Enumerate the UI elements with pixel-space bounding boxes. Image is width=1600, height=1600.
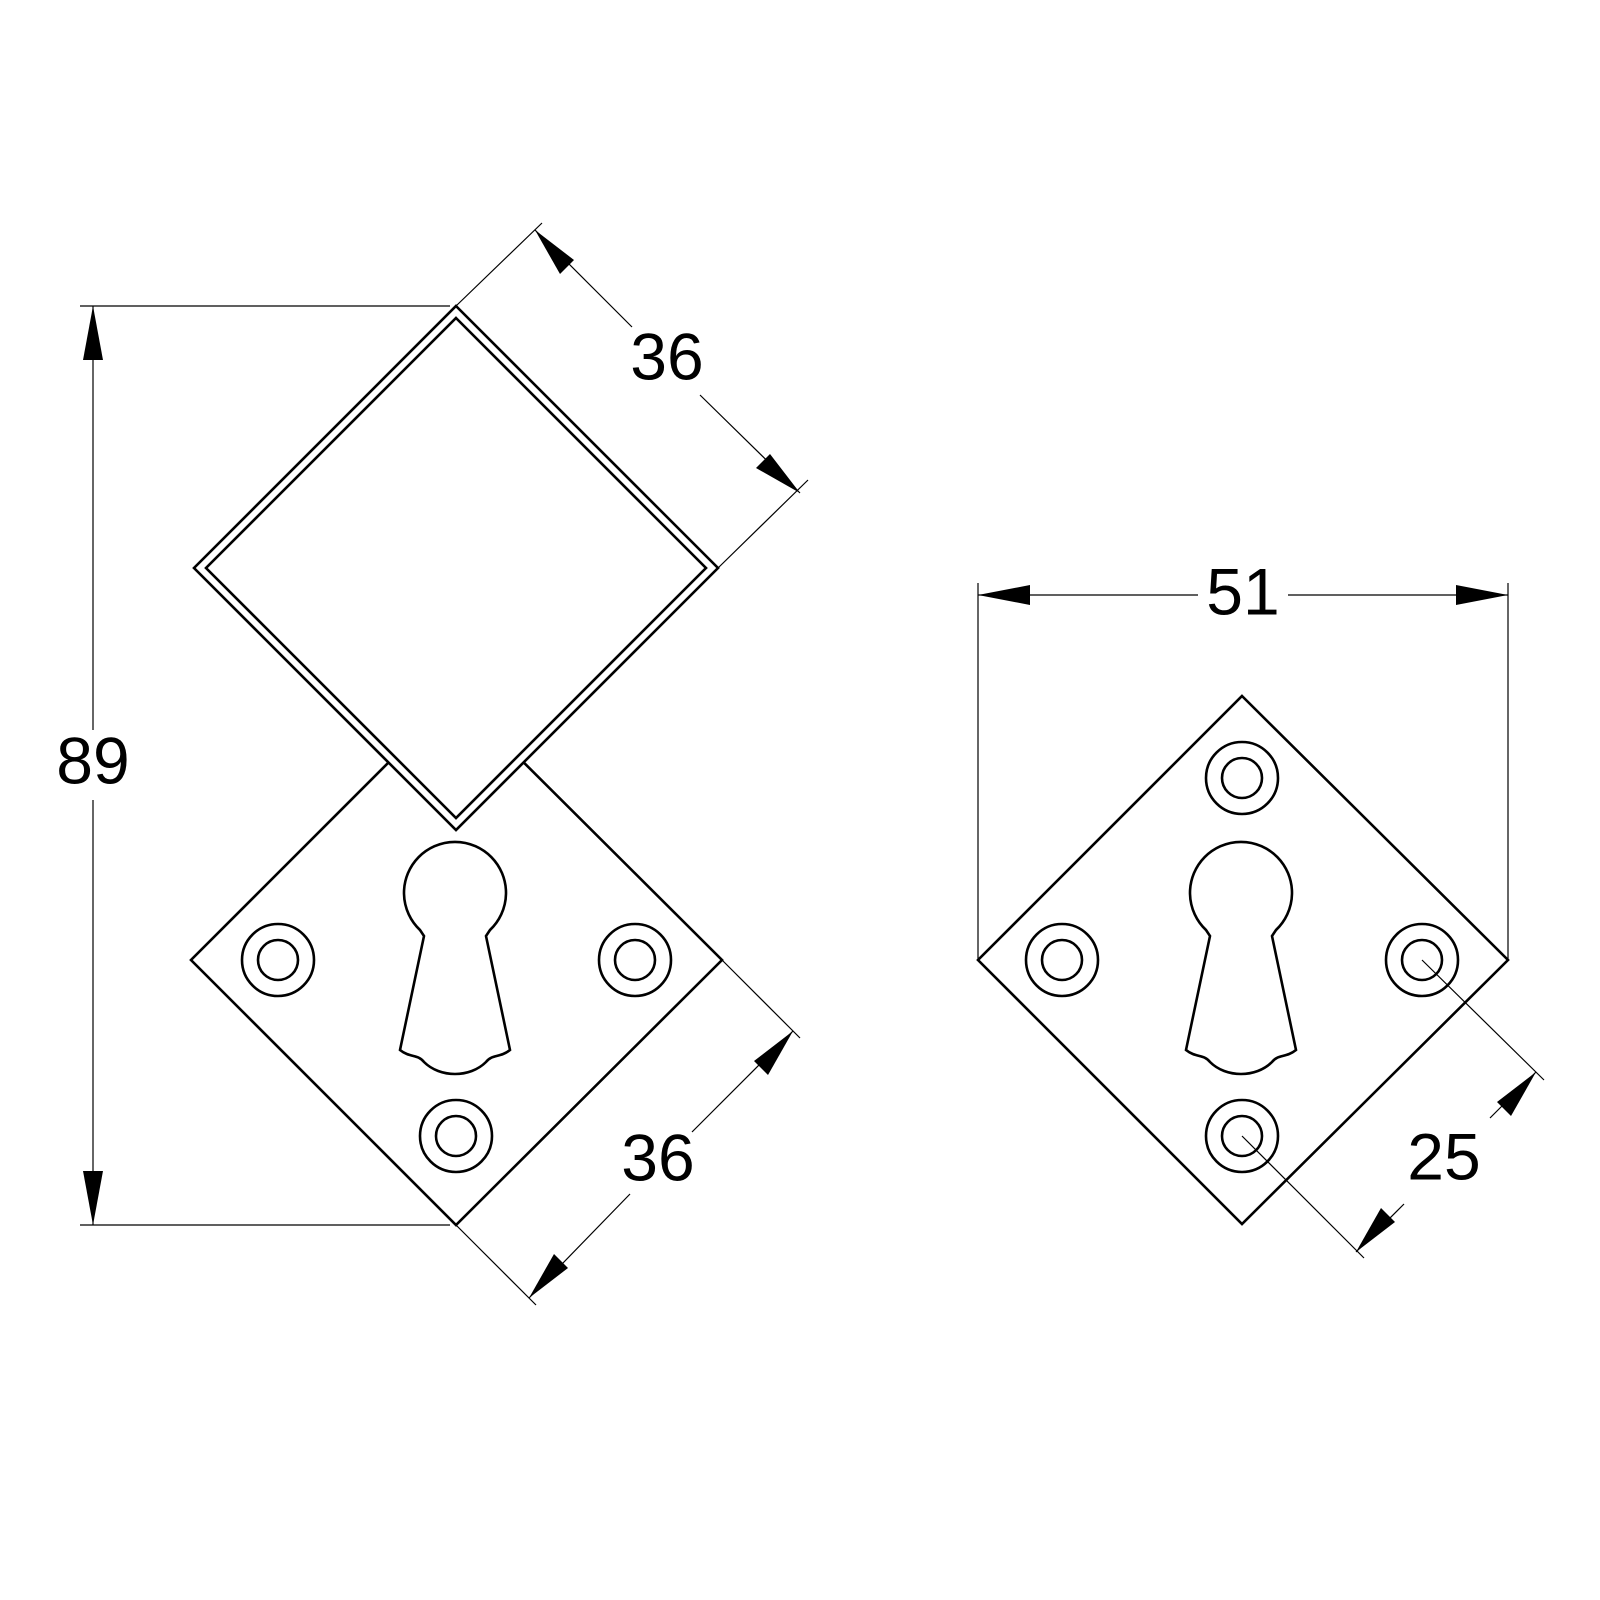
left-screw-hole-right [597, 922, 673, 998]
height-arrow-bottom [83, 1171, 103, 1225]
right-escutcheon [976, 694, 1510, 1226]
right-width-dimension: 51 [977, 554, 1509, 960]
height-arrow-top [83, 306, 103, 360]
plate-arrow-bottom [529, 1254, 568, 1298]
left-swing-cover [192, 304, 720, 832]
dim-label-cover: 36 [630, 319, 703, 393]
spacing-arrow-top [1497, 1072, 1536, 1116]
hole-spacing-dimension: 25 [1241, 959, 1545, 1259]
right-screw-hole-left [1024, 922, 1100, 998]
left-keyhole [398, 840, 512, 1076]
left-screw-hole-left [240, 922, 316, 998]
spacing-arrow-bottom [1356, 1208, 1395, 1252]
right-screw-hole-top [1204, 740, 1280, 816]
cover-arrow-top [535, 230, 574, 274]
dim-label-plate: 36 [621, 1120, 694, 1194]
cover-side-dimension: 36 [455, 222, 809, 569]
right-screw-hole-right [1384, 922, 1460, 998]
plate-side-dimension: 36 [455, 959, 801, 1306]
width-arrow-left [978, 585, 1030, 605]
cover-arrow-bottom [756, 454, 800, 493]
dim-label-width: 51 [1206, 554, 1279, 628]
right-base-plate [976, 694, 1510, 1226]
left-height-dimension: 89 [56, 305, 450, 1226]
width-arrow-right [1456, 585, 1508, 605]
right-keyhole [1184, 840, 1298, 1076]
dim-label-spacing: 25 [1407, 1119, 1480, 1193]
dim-label-height: 89 [56, 723, 129, 797]
left-screw-hole-bottom [418, 1098, 494, 1174]
left-escutcheon-assembly [189, 304, 724, 1227]
plate-arrow-top [754, 1031, 793, 1075]
right-screw-hole-bottom [1204, 1098, 1280, 1174]
